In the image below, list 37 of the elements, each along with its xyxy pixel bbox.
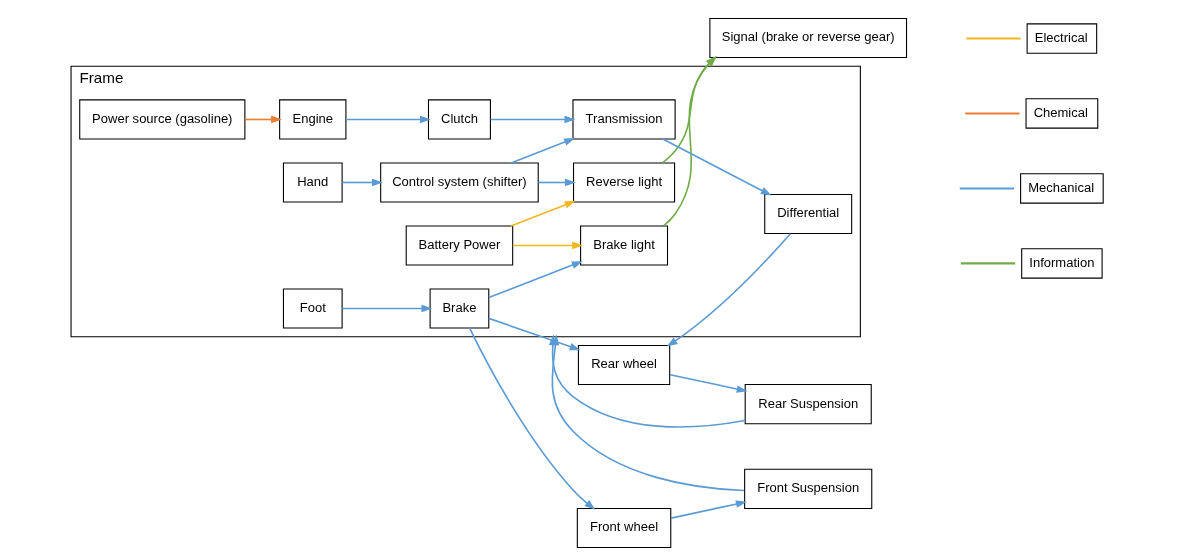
node-box: Front wheel bbox=[576, 507, 671, 549]
legend-label: Chemical bbox=[1033, 104, 1088, 120]
node-box: Brake light bbox=[579, 225, 668, 266]
legend-label: Information bbox=[1028, 254, 1094, 270]
node-box: Power source (gasoline) bbox=[78, 99, 245, 140]
node-box: Foot bbox=[282, 288, 343, 329]
arrow bbox=[243, 115, 282, 124]
node-box: Signal (brake or reverse gear) bbox=[708, 17, 907, 59]
arrow bbox=[509, 138, 575, 164]
arrow bbox=[666, 232, 791, 347]
arrow bbox=[669, 500, 747, 519]
node-box: Rear Suspension bbox=[744, 384, 872, 425]
node-box: Front Suspension bbox=[743, 468, 872, 509]
arrow bbox=[509, 200, 576, 227]
node-box: Engine bbox=[278, 99, 346, 140]
legend-label: Electrical bbox=[1034, 29, 1088, 45]
arrow bbox=[668, 373, 748, 393]
arrow bbox=[489, 115, 575, 124]
node-box: Battery Power bbox=[405, 225, 513, 266]
node-box: Rear wheel bbox=[577, 344, 670, 386]
node-box: Differential bbox=[763, 193, 852, 235]
node-box: Clutch bbox=[427, 99, 491, 140]
node-box: Transmission bbox=[571, 99, 676, 140]
arrow bbox=[344, 115, 431, 124]
arrow bbox=[341, 178, 383, 187]
legend-label: Mechanical bbox=[1027, 179, 1094, 195]
node-box: Brake bbox=[429, 288, 489, 329]
arrow bbox=[468, 327, 595, 510]
arrow bbox=[487, 317, 580, 351]
node-box: Reverse light bbox=[572, 162, 675, 203]
arrow bbox=[487, 261, 583, 299]
arrow bbox=[341, 304, 432, 313]
arrow bbox=[661, 138, 772, 196]
node-box: Hand bbox=[282, 162, 343, 203]
arrow bbox=[537, 178, 576, 187]
node-box: Control system (shifter) bbox=[379, 162, 539, 203]
arrow bbox=[511, 241, 583, 250]
